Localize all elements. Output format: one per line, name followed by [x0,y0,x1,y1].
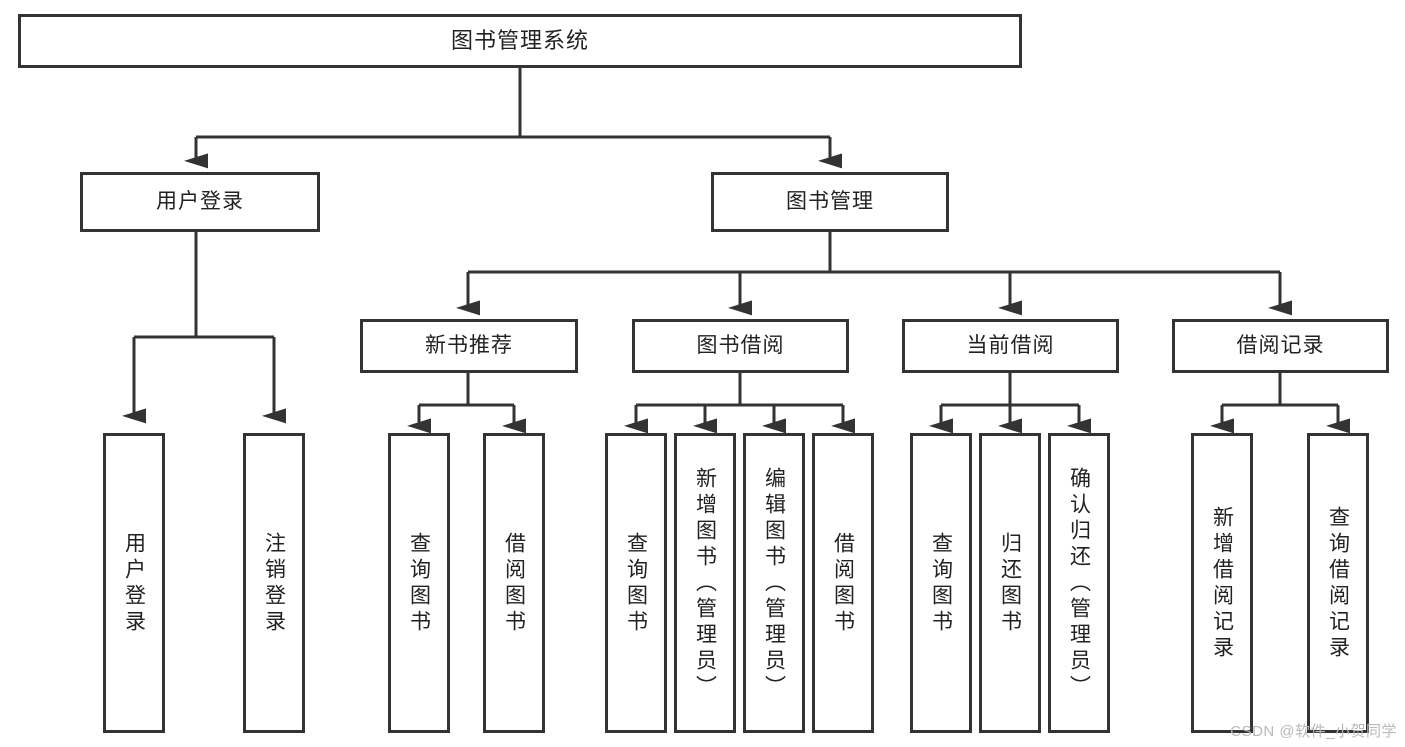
node-borrow-record[interactable]: 借阅记录 [1172,319,1389,373]
node-label: 借阅图书 [502,532,526,636]
node-user-login[interactable]: 用户登录 [80,172,320,232]
node-label: 图书借阅 [696,333,785,357]
leaf-current-query-book[interactable]: 查询图书 [910,433,972,733]
node-label: 用户登录 [156,189,244,213]
node-label: 图书管理系统 [450,28,589,54]
node-label: 确认归还（管理员） [1067,467,1091,701]
leaf-borrow-query-book[interactable]: 查询图书 [605,433,667,733]
node-root-system[interactable]: 图书管理系统 [18,14,1022,68]
leaf-record-add[interactable]: 新增借阅记录 [1191,433,1253,733]
node-label: 当前借阅 [966,333,1055,357]
leaf-new-book-borrow[interactable]: 借阅图书 [483,433,545,733]
leaf-user-login-logout[interactable]: 注销登录 [243,433,305,733]
node-label: 查询图书 [624,532,648,636]
node-label: 新增借阅记录 [1210,506,1234,662]
node-label: 注销登录 [262,532,286,636]
leaf-current-return-book[interactable]: 归还图书 [979,433,1041,733]
leaf-borrow-borrow-book[interactable]: 借阅图书 [812,433,874,733]
leaf-new-book-query[interactable]: 查询图书 [388,433,450,733]
leaf-user-login-login[interactable]: 用户登录 [103,433,165,733]
node-current-borrow[interactable]: 当前借阅 [902,319,1119,373]
leaf-current-confirm-return[interactable]: 确认归还（管理员） [1048,433,1110,733]
node-label: 用户登录 [122,532,146,636]
node-label: 借阅图书 [831,532,855,636]
node-label: 借阅记录 [1236,333,1325,357]
node-label: 图书管理 [786,189,874,213]
node-label: 查询图书 [929,532,953,636]
watermark: CSDN @软件_小贺同学 [1230,723,1397,740]
node-label: 新增图书（管理员） [693,467,717,701]
node-new-book-recommend[interactable]: 新书推荐 [360,319,578,373]
node-label: 新书推荐 [425,333,513,357]
node-book-management[interactable]: 图书管理 [711,172,949,232]
leaf-record-query[interactable]: 查询借阅记录 [1307,433,1369,733]
node-label: 查询图书 [407,532,431,636]
node-label: 查询借阅记录 [1326,506,1350,662]
node-label: 归还图书 [998,532,1022,636]
node-label: 编辑图书（管理员） [762,467,786,701]
leaf-borrow-add-book[interactable]: 新增图书（管理员） [674,433,736,733]
node-book-borrow[interactable]: 图书借阅 [632,319,849,373]
leaf-borrow-edit-book[interactable]: 编辑图书（管理员） [743,433,805,733]
